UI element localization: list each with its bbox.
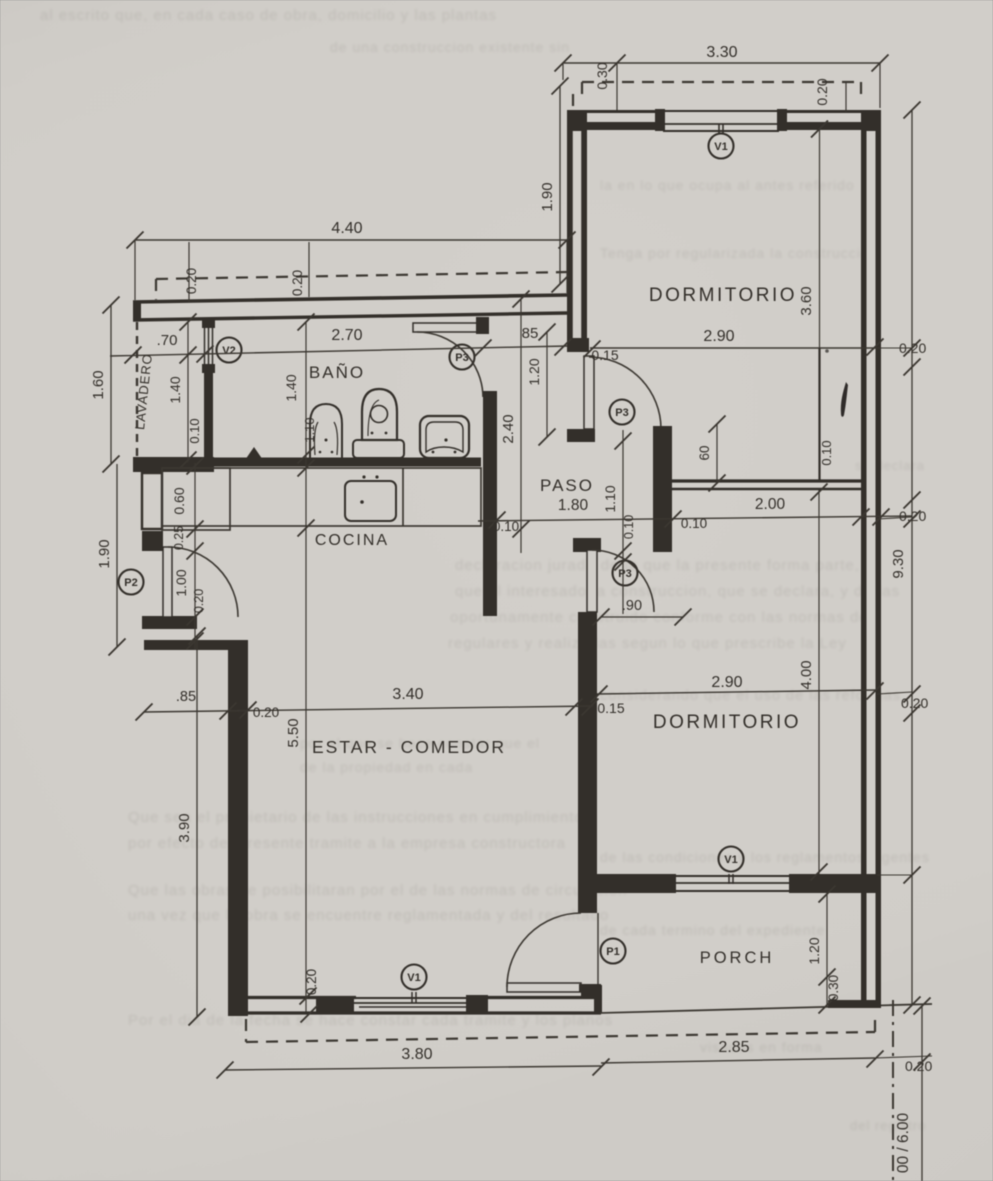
svg-text:P3: P3 — [618, 568, 631, 580]
svg-text:0.10: 0.10 — [681, 516, 707, 531]
svg-text:0.60: 0.60 — [171, 487, 187, 514]
svg-text:la en lo que ocupa al antes re: la en lo que ocupa al antes referido — [600, 177, 855, 193]
svg-text:0.25: 0.25 — [172, 526, 186, 550]
svg-text:0.30: 0.30 — [594, 62, 610, 89]
svg-text:Tenga por regularizada la cons: Tenga por regularizada la construccion — [600, 245, 878, 261]
svg-text:1.40: 1.40 — [167, 376, 183, 403]
svg-text:2.70: 2.70 — [331, 327, 362, 344]
svg-text:visados en forma: visados en forma — [700, 1039, 823, 1055]
svg-text:1.10: 1.10 — [602, 485, 618, 512]
svg-text:regulares y realizadas segun l: regulares y realizadas segun lo que pres… — [448, 635, 847, 652]
svg-text:1.60: 1.60 — [90, 370, 107, 399]
svg-text:0.20: 0.20 — [304, 969, 319, 995]
svg-text:3.40: 3.40 — [392, 686, 423, 703]
svg-text:0.10: 0.10 — [819, 440, 834, 465]
svg-text:0.20: 0.20 — [253, 705, 279, 720]
svg-text:0.20: 0.20 — [905, 1058, 932, 1074]
svg-text:1.90: 1.90 — [539, 182, 556, 211]
svg-text:9.30: 9.30 — [890, 549, 907, 578]
svg-text:.90: .90 — [622, 598, 642, 614]
svg-text:DORMITORIO: DORMITORIO — [649, 285, 797, 306]
svg-text:0.20: 0.20 — [290, 270, 305, 296]
svg-text:BAÑO: BAÑO — [309, 363, 365, 382]
svg-text:P3: P3 — [455, 352, 468, 364]
svg-text:0.20: 0.20 — [814, 78, 830, 105]
svg-text:P1: P1 — [606, 946, 619, 958]
svg-text:4.00: 4.00 — [798, 660, 815, 689]
svg-text:1.20: 1.20 — [526, 358, 542, 385]
svg-text:0.30: 0.30 — [826, 975, 841, 1001]
svg-text:PORCH: PORCH — [700, 949, 775, 967]
svg-text:P3: P3 — [615, 407, 628, 419]
svg-text:de las condiciones y los regla: de las condiciones y los reglamentos vig… — [600, 849, 930, 865]
svg-text:5.50: 5.50 — [285, 718, 302, 747]
svg-text:2.90: 2.90 — [703, 328, 734, 345]
svg-text:0.20: 0.20 — [192, 589, 206, 613]
svg-text:V1: V1 — [724, 854, 737, 866]
svg-text:0.15: 0.15 — [597, 700, 624, 716]
svg-text:60: 60 — [697, 445, 712, 460]
svg-text:0.20: 0.20 — [901, 695, 928, 711]
svg-text:Por el dia de la fecha se hace: Por el dia de la fecha se hace constar c… — [128, 1012, 613, 1029]
svg-text:que el interesado la construcc: que el interesado la construccion, que s… — [455, 583, 900, 600]
svg-text:.85: .85 — [176, 689, 196, 705]
svg-text:3.30: 3.30 — [706, 44, 737, 61]
svg-text:una vez que la obra se encuent: una vez que la obra se encuentre reglame… — [128, 907, 609, 924]
svg-text:1.20: 1.20 — [806, 937, 822, 964]
svg-text:1.10: 1.10 — [302, 417, 317, 442]
svg-text:2.00: 2.00 — [755, 496, 786, 513]
svg-text:por efecto del presente tramit: por efecto del presente tramite a la emp… — [128, 835, 566, 852]
svg-text:ESTAR - COMEDOR: ESTAR - COMEDOR — [312, 737, 506, 757]
svg-text:2.40: 2.40 — [500, 414, 517, 443]
svg-text:85: 85 — [522, 325, 539, 342]
svg-text:0.10: 0.10 — [493, 519, 519, 534]
svg-text:4.40: 4.40 — [331, 220, 362, 237]
svg-text:V1: V1 — [407, 972, 420, 984]
svg-text:2.90: 2.90 — [711, 674, 742, 691]
svg-text:0.15: 0.15 — [591, 347, 618, 363]
svg-text:de cada termino del expediente: de cada termino del expediente — [600, 922, 825, 938]
svg-text:de una construccion existente: de una construccion existente sin — [330, 39, 570, 55]
svg-text:0.10: 0.10 — [187, 418, 202, 443]
svg-text:por el que se hace constar que: por el que se hace constar que el — [300, 735, 540, 751]
svg-text:al escrito que, en cada caso d: al escrito que, en cada caso de obra, do… — [40, 7, 497, 24]
svg-text:1.00: 1.00 — [173, 569, 189, 596]
svg-text:considerando que el uso de las: considerando que el uso de las reformas — [600, 688, 901, 704]
svg-text:1.90: 1.90 — [96, 539, 113, 568]
svg-text:0.20: 0.20 — [184, 268, 199, 294]
svg-text:DORMITORIO: DORMITORIO — [653, 712, 801, 733]
svg-text:P2: P2 — [124, 577, 137, 589]
svg-text:00 / 6.00: 00 / 6.00 — [895, 1112, 912, 1173]
svg-text:declaracion jurada de la que l: declaracion jurada de la que la presente… — [455, 557, 879, 574]
svg-text:V2: V2 — [222, 345, 235, 357]
svg-text:1.80: 1.80 — [558, 497, 589, 514]
svg-text:de la propiedad en cada: de la propiedad en cada — [300, 759, 473, 775]
svg-text:2.85: 2.85 — [718, 1039, 749, 1056]
svg-text:3.80: 3.80 — [401, 1046, 432, 1063]
svg-text:3.90: 3.90 — [176, 813, 193, 842]
svg-text:PASO: PASO — [540, 476, 594, 495]
svg-text:Que las obras se posibilitaran: Que las obras se posibilitaran por el de… — [128, 882, 628, 899]
svg-text:0.10: 0.10 — [622, 515, 636, 539]
svg-text:COCINA: COCINA — [315, 532, 389, 549]
svg-text:del registro: del registro — [850, 1118, 926, 1133]
svg-text:3.60: 3.60 — [798, 286, 815, 315]
svg-text:0.20: 0.20 — [899, 508, 926, 524]
svg-text:V1: V1 — [714, 141, 727, 153]
svg-text:1.40: 1.40 — [283, 374, 299, 401]
svg-text:.70: .70 — [157, 332, 178, 349]
